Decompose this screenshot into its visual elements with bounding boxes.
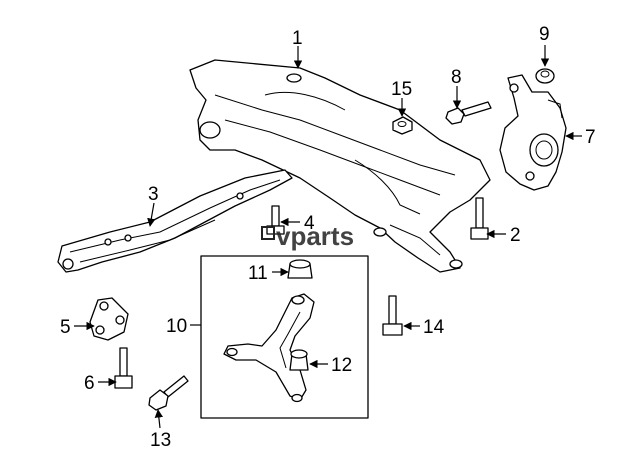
callout-9: 9 (539, 24, 550, 45)
part-14-bolt[interactable] (382, 295, 403, 336)
part-8-bolt[interactable] (445, 101, 492, 125)
watermark: vparts (261, 221, 354, 251)
part-2-bolt[interactable] (470, 197, 489, 240)
part-3-reinforcement[interactable] (57, 169, 293, 273)
part-6-bolt[interactable] (114, 347, 133, 389)
part-13-bolt[interactable] (148, 375, 189, 411)
leader-lines (74, 45, 582, 429)
part-7-knuckle[interactable] (499, 74, 567, 191)
callout-5: 5 (60, 317, 71, 338)
part-11-bushing[interactable] (287, 259, 313, 279)
part-10-lower-arm-box[interactable] (200, 255, 369, 419)
callout-labels: 1 2 3 4 5 6 7 8 9 10 11 12 13 14 15 (60, 24, 596, 451)
callout-3: 3 (148, 184, 159, 205)
part-9-nut[interactable] (535, 68, 555, 84)
callout-2: 2 (510, 225, 521, 246)
part-12-bushing[interactable] (289, 349, 309, 371)
callout-8: 8 (451, 67, 462, 88)
callout-15: 15 (391, 79, 412, 100)
callout-7: 7 (585, 127, 596, 148)
callout-14: 14 (423, 317, 445, 338)
part-15-nut[interactable] (392, 116, 413, 135)
callout-10: 10 (166, 316, 187, 337)
part-5-bracket[interactable] (89, 297, 129, 341)
callout-4: 4 (304, 213, 315, 234)
callout-11: 11 (248, 263, 268, 284)
callout-12: 12 (331, 355, 352, 376)
callout-6: 6 (84, 373, 95, 394)
watermark-text: vparts (276, 221, 354, 251)
callout-13: 13 (150, 430, 171, 451)
part-1-subframe[interactable] (189, 59, 491, 273)
callout-1: 1 (292, 28, 303, 49)
